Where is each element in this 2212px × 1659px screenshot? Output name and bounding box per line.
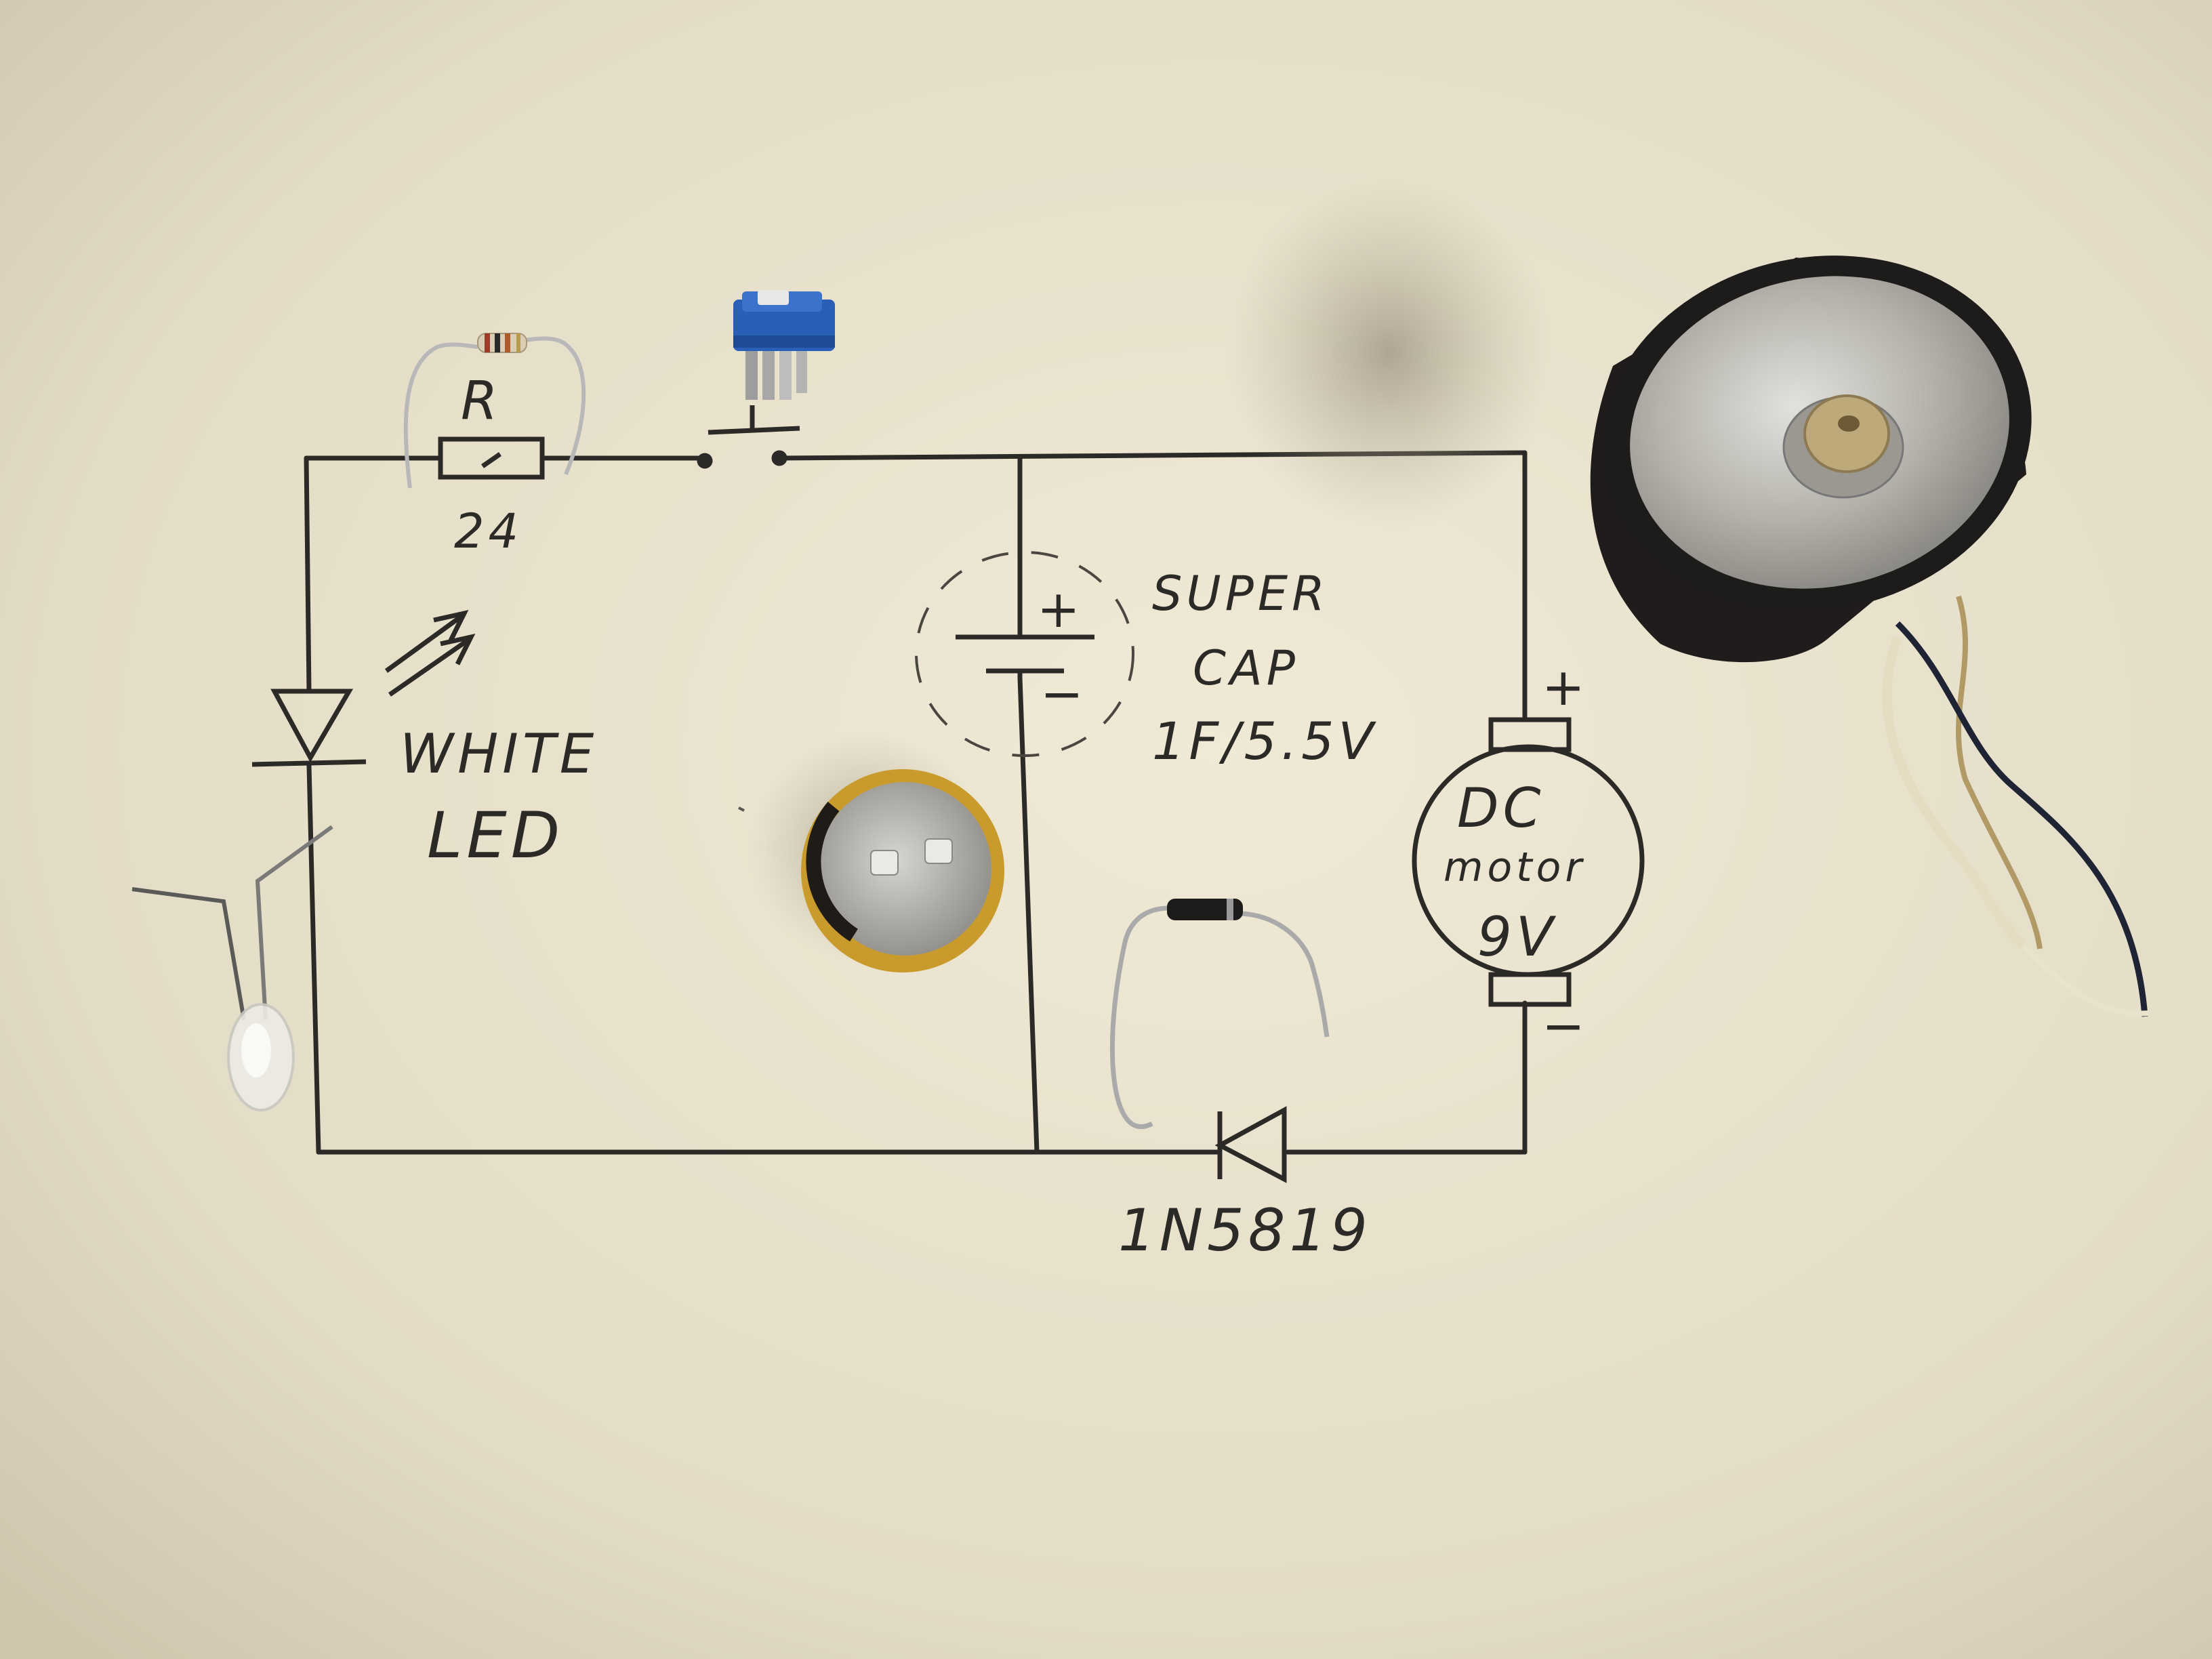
supercap-minus-sign: − (1040, 663, 1088, 724)
motor-label-line3: 9V (1477, 905, 1557, 968)
supercap-label-line2: CAP (1193, 640, 1299, 696)
motor-plus-sign: + (1542, 657, 1589, 717)
supercap-component (738, 732, 1004, 972)
led-label-line1: WHITE (400, 722, 598, 785)
supercap-label-line3: 1F/5.5V (1152, 711, 1378, 771)
diode-part-label: 1N5819 (1118, 1197, 1372, 1265)
resistor-symbol (438, 436, 545, 480)
motor-minus-sign: − (1542, 996, 1589, 1056)
resistor-symbol-label: R (461, 371, 501, 432)
motor-label-line1: DC (1457, 777, 1544, 840)
motor-label-line2: motor (1443, 844, 1586, 891)
circuit-wires (304, 450, 1528, 1155)
led-label-line2: LED (427, 799, 564, 873)
dc-motor-component (1227, 176, 2149, 1017)
supercap-plus-sign: + (1037, 579, 1084, 639)
diode-component (1109, 899, 1330, 1130)
supercap-label-line1: SUPER (1152, 566, 1329, 621)
diode-symbol (1214, 1106, 1287, 1183)
resistor-value-label: 24 (454, 504, 523, 559)
push-button-component (733, 290, 835, 400)
supercap-symbol (915, 551, 1134, 757)
left-wire (304, 455, 321, 1155)
led-symbol (251, 609, 476, 767)
white-led-component (131, 825, 333, 1111)
resistor-component (403, 333, 586, 489)
push-button-symbol (697, 405, 800, 469)
motor-symbol (1412, 717, 1645, 1007)
